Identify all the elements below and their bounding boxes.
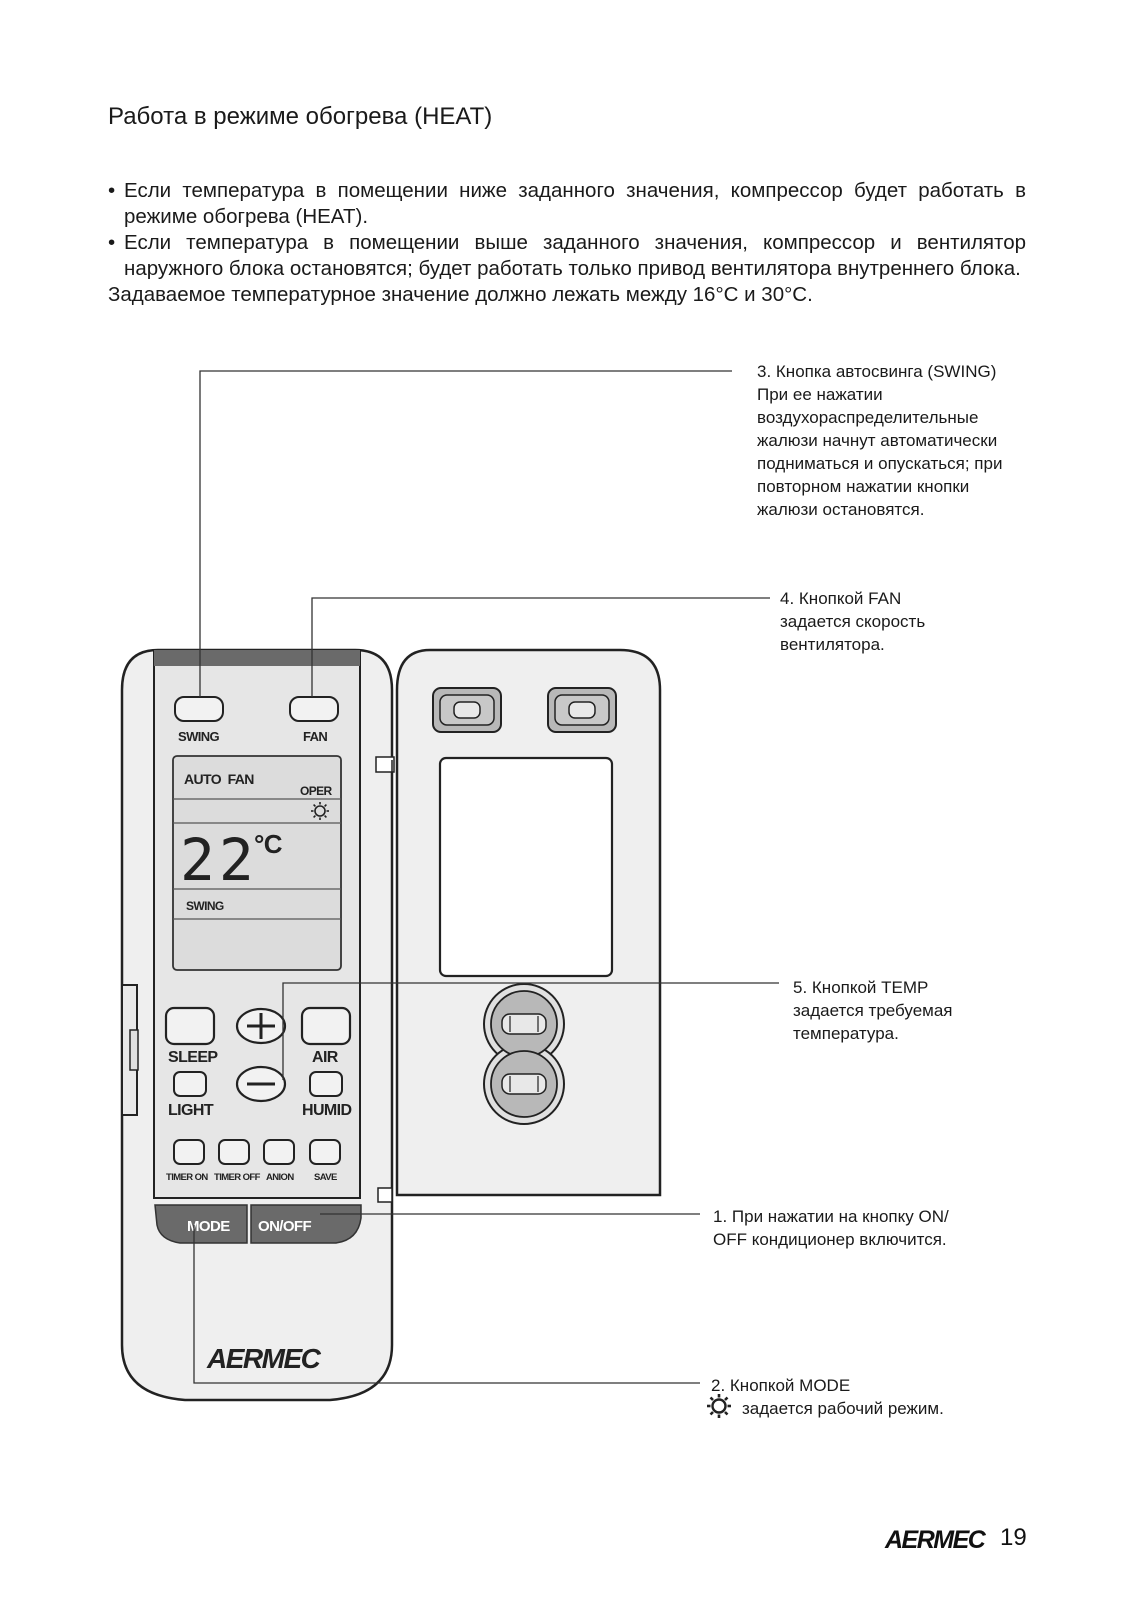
lcd-unit: °C xyxy=(254,829,283,859)
callout-temp-line: задается требуемая xyxy=(793,1001,953,1020)
side-tab-notch xyxy=(129,1029,139,1071)
plus-icon[interactable] xyxy=(235,1007,287,1045)
panel-top-strip xyxy=(154,650,360,666)
hinge-bottom xyxy=(377,1187,393,1203)
callout-temp-line: 5. Кнопкой TEMP xyxy=(793,978,929,997)
callout-onoff-line: OFF кондиционер включится. xyxy=(713,1230,947,1249)
bullet-heat-text: Если температура в помещении ниже заданн… xyxy=(124,179,1026,228)
callout-swing-line: 3. Кнопка автосвинга (SWING) xyxy=(757,362,997,381)
fan-button-label: FAN xyxy=(303,729,327,744)
leader-fan xyxy=(311,597,770,697)
lcd-temperature: 22 xyxy=(180,826,258,894)
page-number: 19 xyxy=(1000,1524,1027,1551)
save-label: SAVE xyxy=(314,1172,337,1183)
light-button-label: LIGHT xyxy=(168,1102,214,1119)
lid-temp-buttons[interactable] xyxy=(483,983,565,1125)
sleep-button-label: SLEEP xyxy=(168,1049,218,1066)
callout-onoff: 1. При нажатии на кнопку ON/ OFF кондици… xyxy=(713,1205,949,1251)
remote-brand-logo: AERMEC xyxy=(206,1343,322,1374)
callout-swing-line: повторном нажатии кнопки xyxy=(757,477,970,496)
lcd-auto-fan: AUTO FAN xyxy=(184,771,254,787)
onoff-button-label: ON/OFF xyxy=(258,1218,311,1235)
leader-mode xyxy=(193,1225,700,1384)
leader-temp xyxy=(282,982,779,1080)
humid-button[interactable] xyxy=(309,1071,343,1097)
callout-fan-line: задается скорость xyxy=(780,612,926,631)
fan-button[interactable] xyxy=(289,696,339,722)
mode-button-label: MODE xyxy=(187,1218,230,1235)
callout-swing-line: При ее нажатии xyxy=(757,385,883,404)
lid-window xyxy=(438,756,614,978)
callout-swing-line: жалюзи остановятся. xyxy=(757,500,925,519)
callout-fan: 4. Кнопкой FAN задается скорость вентиля… xyxy=(780,587,925,656)
swing-button-label: SWING xyxy=(178,729,220,744)
callout-fan-line: 4. Кнопкой FAN xyxy=(780,589,902,608)
callout-swing-line: воздухораспределительные xyxy=(757,408,979,427)
bullet-stop: •Если температура в помещении выше задан… xyxy=(108,231,1026,280)
callout-temp-line: температура. xyxy=(793,1024,899,1043)
callout-mode-line: задается рабочий режим. xyxy=(742,1399,944,1418)
callout-fan-line: вентилятора. xyxy=(780,635,885,654)
footer-brand-logo: AERMEC xyxy=(885,1526,986,1554)
timer-off-label: TIMER OFF xyxy=(214,1172,261,1183)
save-button[interactable] xyxy=(309,1139,341,1165)
anion-label: ANION xyxy=(266,1172,294,1183)
timer-off-button[interactable] xyxy=(218,1139,250,1165)
temp-range-note: Задаваемое температурное значение должно… xyxy=(108,283,813,306)
hinge-top xyxy=(375,756,395,773)
humid-button-label: HUMID xyxy=(302,1102,351,1119)
callout-mode: 2. Кнопкой MODE задается рабочий режим. xyxy=(711,1374,944,1420)
minus-icon[interactable] xyxy=(235,1065,287,1103)
lcd-swing: SWING xyxy=(186,899,224,913)
lid-swing-button[interactable] xyxy=(432,687,502,733)
sleep-button[interactable] xyxy=(164,1006,216,1046)
sun-icon xyxy=(707,1394,731,1418)
lcd-oper: OPER xyxy=(300,784,333,798)
timer-on-button[interactable] xyxy=(173,1139,205,1165)
air-button-label: AIR xyxy=(312,1049,339,1066)
timer-on-label: TIMER ON xyxy=(166,1172,208,1183)
callout-swing: 3. Кнопка автосвинга (SWING) При ее нажа… xyxy=(757,360,1002,521)
callout-onoff-line: 1. При нажатии на кнопку ON/ xyxy=(713,1207,949,1226)
callout-swing-line: жалюзи начнут автоматически xyxy=(757,431,998,450)
lcd-screen xyxy=(172,755,342,971)
bullet-stop-text: Если температура в помещении выше заданн… xyxy=(124,231,1026,280)
light-button[interactable] xyxy=(173,1071,207,1097)
callout-mode-line: 2. Кнопкой MODE xyxy=(711,1376,851,1395)
air-button[interactable] xyxy=(300,1006,352,1046)
page-title: Работа в режиме обогрева (HEAT) xyxy=(108,103,493,130)
mode-button[interactable] xyxy=(154,1204,248,1244)
intro-text: •Если температура в помещении ниже задан… xyxy=(108,178,1026,308)
sun-icon xyxy=(311,802,329,820)
leader-swing xyxy=(199,370,732,697)
anion-button[interactable] xyxy=(263,1139,295,1165)
swing-button[interactable] xyxy=(174,696,224,722)
bullet-heat: •Если температура в помещении ниже задан… xyxy=(108,179,1026,228)
callout-temp: 5. Кнопкой TEMP задается требуемая темпе… xyxy=(793,976,953,1045)
callout-swing-line: подниматься и опускаться; при xyxy=(757,454,1003,473)
lid-fan-button[interactable] xyxy=(547,687,617,733)
